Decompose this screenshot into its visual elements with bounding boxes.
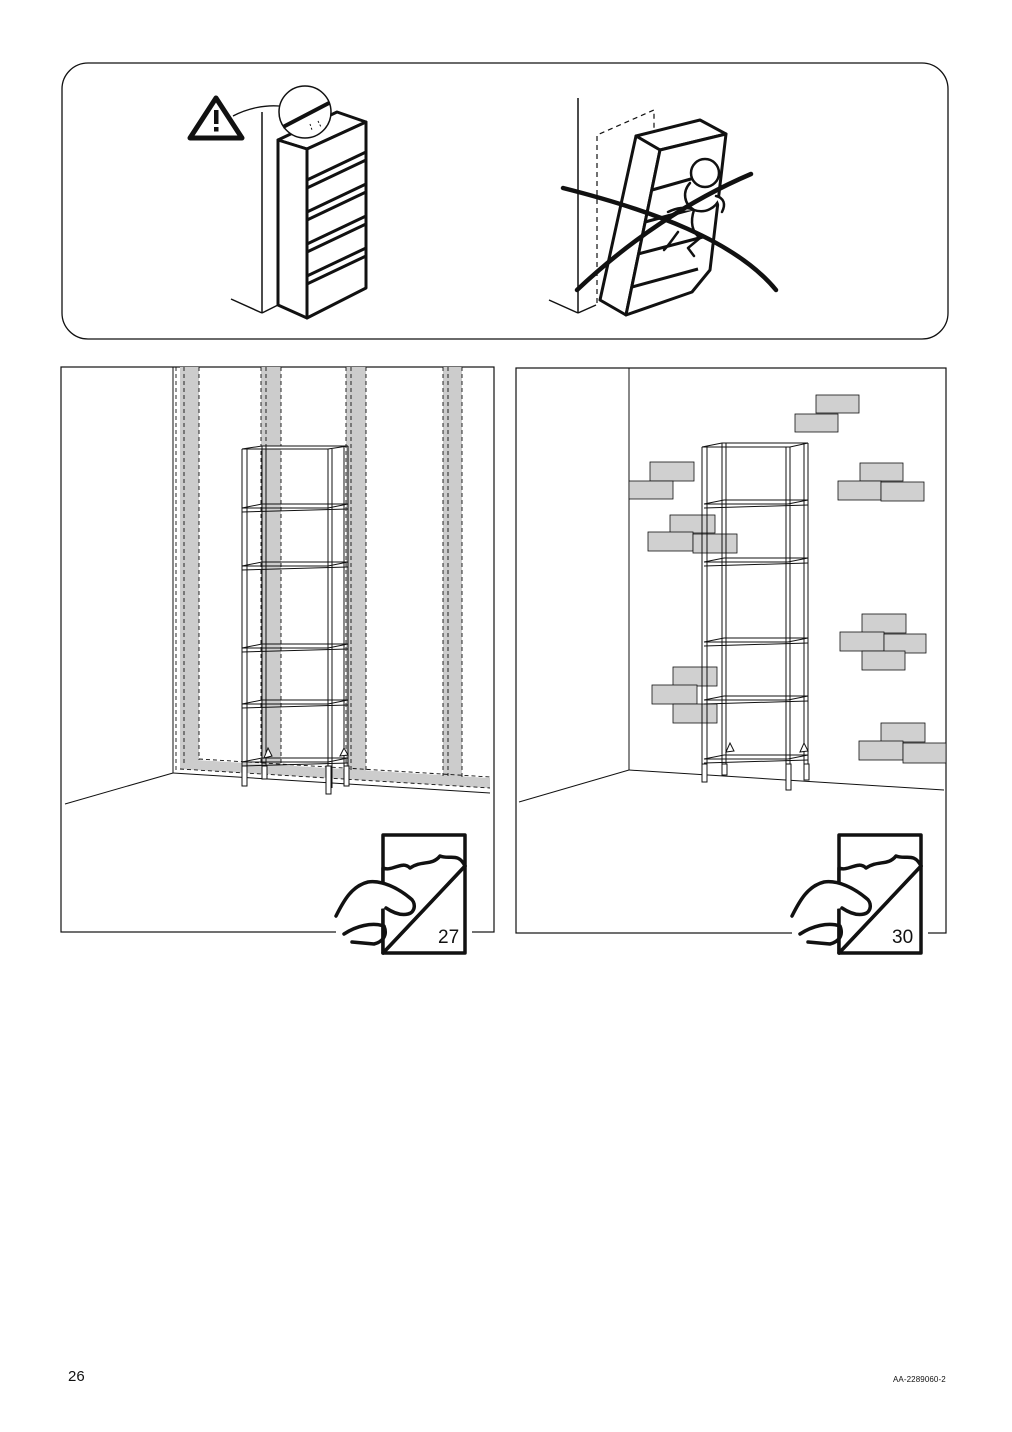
prohibition-cross-icon bbox=[560, 171, 779, 293]
detail-magnifier bbox=[232, 85, 332, 139]
panel-wall-framing bbox=[60, 366, 495, 933]
page-number: 26 bbox=[68, 1368, 85, 1385]
warning-triangle-icon bbox=[187, 95, 245, 141]
page-turn-hand-icon: 30 bbox=[790, 833, 923, 955]
page-turn-hand-icon: 27 bbox=[334, 833, 467, 955]
bookcase-against-wall bbox=[276, 110, 368, 320]
reference-page-number: 27 bbox=[438, 927, 459, 948]
wall-corner-left bbox=[230, 112, 279, 314]
document-code: AA-2289060-2 bbox=[893, 1375, 946, 1384]
reference-page-number: 30 bbox=[892, 927, 913, 948]
warning-panel bbox=[61, 62, 949, 340]
shelf-unit-left bbox=[241, 445, 350, 795]
shelf-unit-right bbox=[701, 442, 810, 791]
exposed-bricks bbox=[628, 394, 946, 764]
